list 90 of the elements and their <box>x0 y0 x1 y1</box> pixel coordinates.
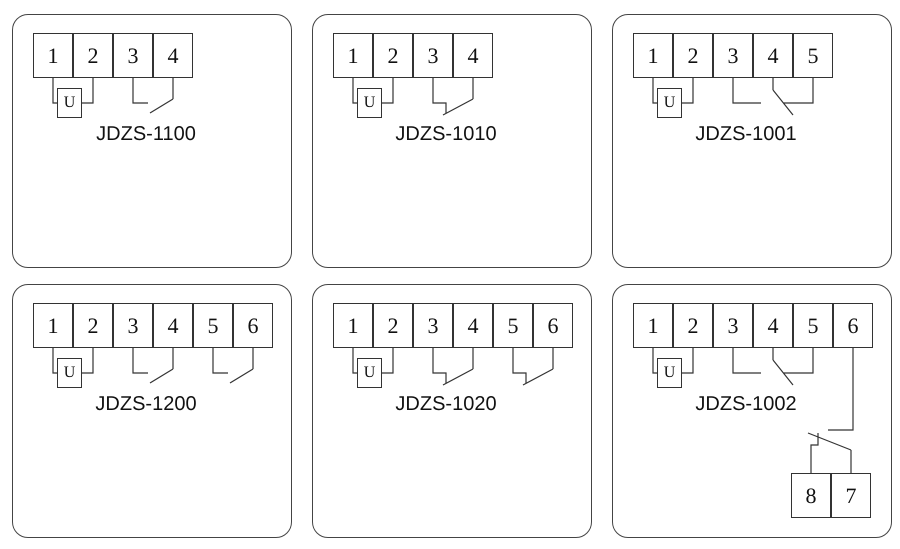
terminal-box: 6 <box>533 303 573 348</box>
wire <box>732 78 761 104</box>
terminal-box: 4 <box>153 33 193 78</box>
wire <box>810 450 812 473</box>
wire <box>772 348 774 360</box>
panel-card <box>612 14 892 268</box>
model-label: JDZS-1002 <box>694 393 798 416</box>
terminal-box: 1 <box>33 303 73 348</box>
panel-card <box>612 284 892 538</box>
wire <box>472 78 474 99</box>
panel-card <box>12 14 292 268</box>
coil-box: U <box>57 358 82 388</box>
terminal-box: 2 <box>373 33 413 78</box>
panel-card <box>312 284 592 538</box>
wire <box>432 348 442 374</box>
panel-card <box>12 284 292 538</box>
terminal-box: 4 <box>453 33 493 78</box>
model-label: JDZS-1100 <box>95 123 197 146</box>
wire <box>252 348 254 369</box>
terminal-box: 5 <box>193 303 233 348</box>
wire <box>432 78 442 104</box>
terminal-box: 1 <box>333 33 373 78</box>
switch-contact-icon <box>522 369 554 387</box>
wire <box>652 78 657 104</box>
terminal-box: 2 <box>673 303 713 348</box>
wire <box>82 348 94 374</box>
model-label: JDZS-1020 <box>394 393 498 416</box>
switch-contact-icon <box>148 99 174 115</box>
terminal-box: 2 <box>373 303 413 348</box>
wire <box>772 78 774 90</box>
wire <box>52 348 57 374</box>
terminal-box: 1 <box>33 33 73 78</box>
terminal-box: 1 <box>633 33 673 78</box>
terminal-box: 5 <box>793 33 833 78</box>
switch-contact-icon <box>442 99 474 117</box>
terminal-box: 4 <box>753 303 793 348</box>
switch-contact-icon <box>442 369 474 387</box>
terminal-box: 1 <box>333 303 373 348</box>
wire <box>212 348 228 374</box>
model-label: JDZS-1001 <box>694 123 798 146</box>
terminal-box: 8 <box>791 473 831 518</box>
switch-contact-icon <box>148 369 174 385</box>
wire <box>795 78 814 104</box>
wire <box>732 348 761 374</box>
coil-box: U <box>57 88 82 118</box>
wire <box>382 348 394 374</box>
terminal-box: 5 <box>793 303 833 348</box>
terminal-box: 3 <box>713 33 753 78</box>
wire <box>352 348 357 374</box>
terminal-box: 3 <box>113 303 153 348</box>
panel-card <box>312 14 592 268</box>
terminal-box: 5 <box>493 303 533 348</box>
terminal-box: 4 <box>753 33 793 78</box>
wire <box>552 348 554 369</box>
terminal-box: 3 <box>113 33 153 78</box>
wire <box>132 78 148 104</box>
wire <box>352 78 357 104</box>
wire <box>132 348 148 374</box>
terminal-box: 4 <box>153 303 193 348</box>
wire <box>850 450 852 473</box>
coil-box: U <box>657 88 682 118</box>
wire <box>82 78 94 104</box>
coil-box: U <box>357 358 382 388</box>
terminal-box: 2 <box>73 33 113 78</box>
wire <box>795 348 814 374</box>
wire <box>172 348 174 369</box>
terminal-box: 7 <box>831 473 871 518</box>
terminal-box: 2 <box>73 303 113 348</box>
wire <box>52 78 57 104</box>
terminal-box: 3 <box>413 33 453 78</box>
wire <box>382 78 394 104</box>
terminal-box: 6 <box>233 303 273 348</box>
terminal-box: 3 <box>413 303 453 348</box>
model-label: JDZS-1010 <box>394 123 498 146</box>
model-label: JDZS-1200 <box>94 393 198 416</box>
terminal-box: 2 <box>673 33 713 78</box>
terminal-box: 4 <box>453 303 493 348</box>
terminal-box: 6 <box>833 303 873 348</box>
wire <box>512 348 522 374</box>
terminal-box: 3 <box>713 303 753 348</box>
coil-box: U <box>657 358 682 388</box>
wire <box>172 78 174 99</box>
wire <box>682 78 694 104</box>
terminal-box: 1 <box>633 303 673 348</box>
wire <box>652 348 657 374</box>
wire <box>472 348 474 369</box>
wire <box>852 348 854 425</box>
switch-contact-icon <box>228 369 254 385</box>
coil-box: U <box>357 88 382 118</box>
wire <box>682 348 694 374</box>
